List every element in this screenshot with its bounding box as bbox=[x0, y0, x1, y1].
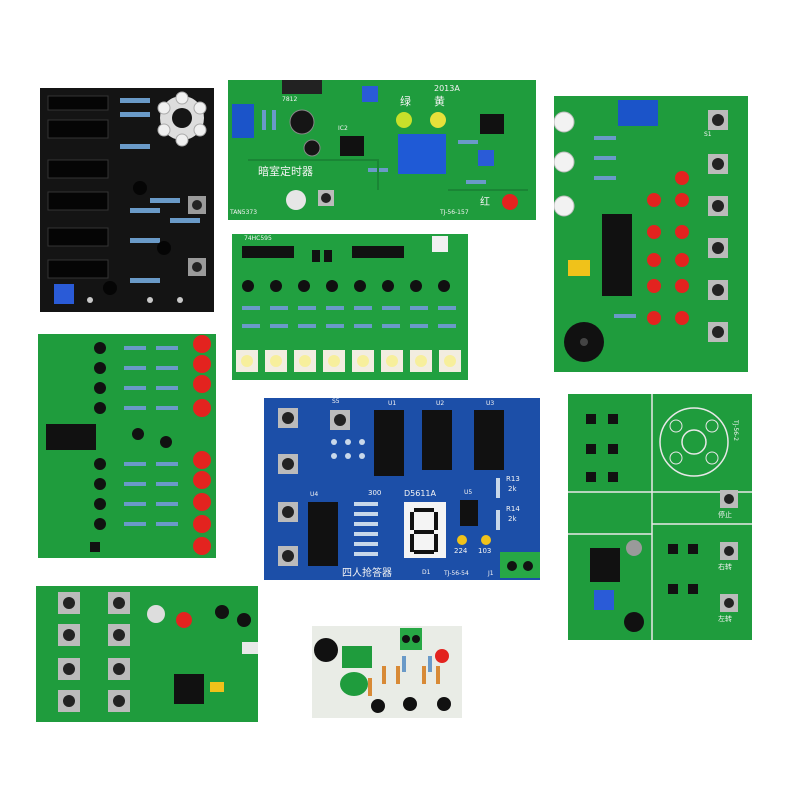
keypad-board bbox=[36, 586, 258, 722]
keypad-board-art bbox=[36, 586, 258, 722]
quiz-r13-label: R13 bbox=[506, 475, 520, 483]
motor-board-art bbox=[568, 394, 752, 640]
four-player-quiz-board: 四人抢答器 D5611A TJ-56-54 R13 R14 2k 2k 224 … bbox=[264, 398, 540, 580]
led-bar-art bbox=[232, 234, 468, 380]
timer-reg-label: 7812 bbox=[282, 96, 298, 103]
led-bar-board: 74HC595 bbox=[232, 234, 468, 380]
quiz-cap-103: 103 bbox=[478, 547, 492, 555]
timer-yellow-label: 黄 bbox=[434, 95, 445, 108]
timer-red-label: 红 bbox=[480, 197, 490, 208]
motor-left-label: 左转 bbox=[718, 615, 732, 623]
quiz-j1-label: J1 bbox=[488, 570, 494, 577]
darkroom-timer-board: 暗室定时器 2013A 绿 黄 红 7812 IC2 TAN5373 TJ-56… bbox=[228, 80, 536, 220]
timer-ic-label: IC2 bbox=[338, 125, 348, 132]
quiz-u2-label: U2 bbox=[436, 400, 445, 407]
black-pcb-board bbox=[40, 88, 214, 312]
timer-year-label: 2013A bbox=[434, 84, 460, 93]
timer-board-art bbox=[228, 80, 536, 220]
quiz-u5-label: U5 bbox=[464, 489, 473, 496]
clear-sound-board bbox=[312, 626, 462, 718]
quiz-cap-224: 224 bbox=[454, 547, 468, 555]
quiz-d1-label: D1 bbox=[422, 569, 431, 576]
timer-code-right: TJ-56-157 bbox=[440, 209, 469, 216]
quiz-r14-label: R14 bbox=[506, 505, 520, 513]
quiz-2k-label-1: 2k bbox=[508, 485, 517, 493]
left-red-led-board bbox=[38, 334, 216, 558]
black-board-art bbox=[40, 88, 214, 312]
quiz-display-label: D5611A bbox=[404, 489, 436, 498]
quiz-title: 四人抢答器 bbox=[342, 568, 392, 579]
timer-code-left: TAN5373 bbox=[230, 209, 258, 216]
dice-board-art bbox=[554, 96, 748, 372]
motor-stop-label: 停止 bbox=[718, 511, 732, 519]
quiz-board-art bbox=[264, 398, 540, 580]
quiz-res-300: 300 bbox=[368, 489, 382, 497]
quiz-2k-label-2: 2k bbox=[508, 515, 517, 523]
quiz-u1-label: U1 bbox=[388, 400, 397, 407]
quiz-u3-label: U3 bbox=[486, 400, 495, 407]
quiz-code: TJ-56-54 bbox=[444, 570, 469, 577]
led-bar-ic-label: 74HC595 bbox=[244, 235, 272, 242]
timer-green-label: 绿 bbox=[400, 95, 411, 108]
quiz-s5-label: S5 bbox=[332, 398, 340, 405]
left-led-art bbox=[38, 334, 216, 558]
clear-board-art bbox=[312, 626, 462, 718]
motor-board-code: TJ-56-2 bbox=[732, 420, 739, 442]
dice-switch-label: S1 bbox=[704, 131, 712, 138]
timer-title: 暗室定时器 bbox=[258, 165, 313, 178]
led-dice-board: S1 bbox=[554, 96, 748, 372]
motor-right-label: 右转 bbox=[718, 563, 732, 571]
motor-control-board: TJ-56-2 停止 右转 左转 bbox=[568, 394, 752, 640]
quiz-u4-label: U4 bbox=[310, 491, 319, 498]
